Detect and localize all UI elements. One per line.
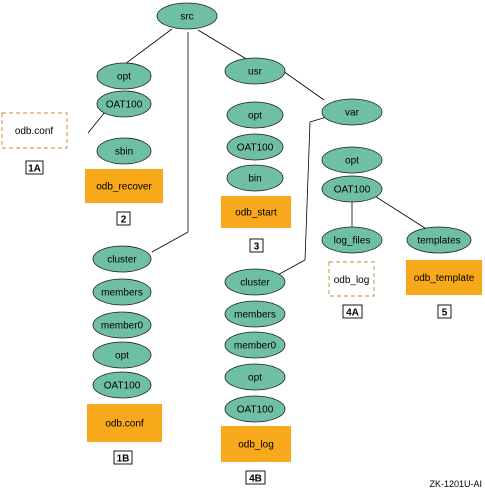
node-oat3: OAT100 <box>321 175 383 203</box>
node-oat4-label: OAT100 <box>104 381 141 392</box>
node-src-label: src <box>180 12 193 23</box>
node-members1-label: members <box>101 288 143 299</box>
node-cluster2: cluster <box>224 268 286 296</box>
node-members2: members <box>224 300 286 328</box>
edge-src-usr <box>197 29 249 61</box>
callout-4b: 4B <box>245 470 266 485</box>
node-sbin-label: sbin <box>115 147 133 158</box>
node-odb-start: odb_start <box>221 196 291 228</box>
node-opt5: opt <box>224 363 286 391</box>
callout-2: 2 <box>116 211 131 226</box>
node-odb-log-file-label: odb_log <box>238 440 274 451</box>
callout-4a-label: 4A <box>346 308 359 319</box>
node-opt2: opt <box>226 101 284 129</box>
callout-1b: 1B <box>113 450 133 465</box>
node-opt4-label: opt <box>115 351 129 362</box>
node-src: src <box>156 2 218 30</box>
callout-3: 3 <box>249 238 264 253</box>
node-opt5-label: opt <box>248 373 262 384</box>
callout-1a: 1A <box>25 160 44 175</box>
edge-oat1-odbconf <box>87 111 106 134</box>
node-var: var <box>321 98 383 126</box>
node-odb-template-label: odb_template <box>414 273 475 284</box>
node-odbconf-dashed: odb.conf <box>1 112 68 149</box>
node-sbin: sbin <box>96 137 152 165</box>
edge-oat3-templates <box>369 192 429 231</box>
node-var-label: var <box>345 108 360 119</box>
node-odbconf-dashed-label: odb.conf <box>15 126 54 137</box>
node-bin-label: bin <box>248 174 261 185</box>
figure-id: ZK-1201U-AI <box>429 479 482 489</box>
node-odb-recover-label: odb_recover <box>96 182 152 193</box>
node-log-files-label: log_files <box>334 236 371 247</box>
node-member02: member0 <box>224 331 286 359</box>
node-oat2-label: OAT100 <box>237 143 274 154</box>
edge-src-opt1 <box>124 28 173 65</box>
callout-2-label: 2 <box>121 215 127 226</box>
node-oat4: OAT100 <box>92 371 152 399</box>
callout-5-label: 5 <box>442 308 448 319</box>
edge-cluster1-bend <box>151 231 189 253</box>
node-member01-label: member0 <box>101 321 144 332</box>
node-odb-start-label: odb_start <box>235 208 277 219</box>
node-opt2-label: opt <box>248 111 262 122</box>
node-odb-log-dashed: odb_log <box>328 261 375 297</box>
edge-cluster2-vertical <box>304 121 311 261</box>
node-bin: bin <box>226 164 284 192</box>
node-members2-label: members <box>234 310 276 321</box>
node-oat5: OAT100 <box>224 395 286 423</box>
node-members1: members <box>92 278 152 306</box>
node-opt3: opt <box>321 146 383 174</box>
node-odb-log-dashed-label: odb_log <box>334 275 370 286</box>
node-oat2: OAT100 <box>226 133 284 161</box>
node-opt4: opt <box>92 341 152 369</box>
node-oat3-label: OAT100 <box>334 185 371 196</box>
node-cluster1: cluster <box>92 245 152 273</box>
node-oat5-label: OAT100 <box>237 405 274 416</box>
node-templates-label: templates <box>417 236 460 247</box>
callout-4a: 4A <box>342 304 363 319</box>
node-oat1: OAT100 <box>96 90 152 118</box>
node-odb-log-file: odb_log <box>221 426 291 462</box>
callout-1b-label: 1B <box>117 454 130 465</box>
edge-usr-var <box>282 70 325 101</box>
node-oat1-label: OAT100 <box>106 100 143 111</box>
node-member02-label: member0 <box>234 341 277 352</box>
node-odb-recover: odb_recover <box>85 169 163 203</box>
node-odbconf-file: odb.conf <box>87 404 162 442</box>
callout-3-label: 3 <box>254 242 260 253</box>
callout-1a-label: 1A <box>28 164 41 175</box>
node-member01: member0 <box>92 311 152 339</box>
node-usr: usr <box>224 57 286 85</box>
node-opt1-label: opt <box>117 72 131 83</box>
node-log-files: log_files <box>321 226 383 254</box>
node-cluster2-label: cluster <box>240 278 270 289</box>
node-templates: templates <box>406 226 472 254</box>
callout-5: 5 <box>437 304 452 319</box>
node-cluster1-label: cluster <box>107 255 137 266</box>
node-usr-label: usr <box>248 67 263 78</box>
node-odb-template: odb_template <box>406 260 482 295</box>
callout-4b-label: 4B <box>249 474 262 485</box>
node-opt1: opt <box>96 62 152 90</box>
node-odbconf-file-label: odb.conf <box>105 419 144 430</box>
node-opt3-label: opt <box>345 156 359 167</box>
tree-edges <box>87 28 429 278</box>
